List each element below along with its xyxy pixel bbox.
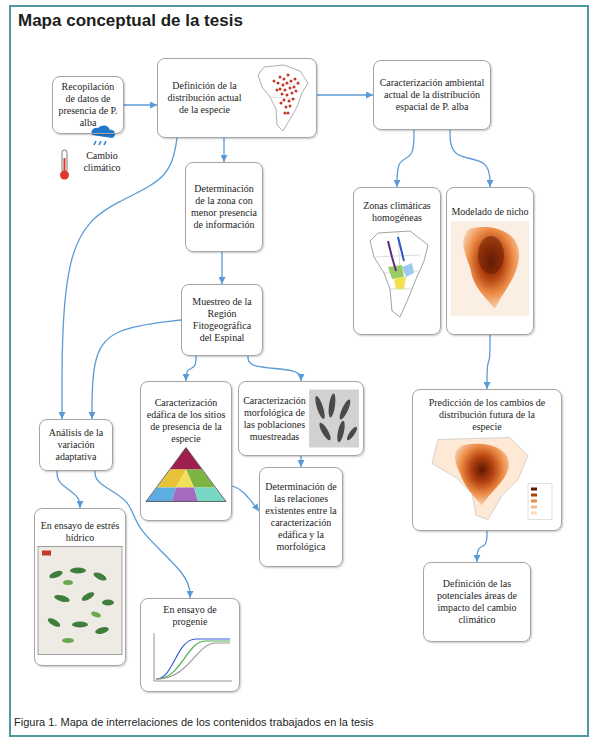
process-box: Muestreo de la Región Fitogeográfica del… (181, 284, 263, 356)
image-slot (146, 631, 234, 686)
seedling-photo (38, 547, 122, 655)
image-slot (418, 436, 556, 524)
image-slot (309, 390, 359, 448)
node-text: Análisis de la variación adaptativa (44, 427, 108, 463)
node-text: Determinación de las relaciones existent… (264, 481, 338, 553)
node-text: Caracterización ambiental actual de la d… (378, 77, 486, 113)
edge-label: Cambio climático (74, 150, 130, 174)
image-slot (250, 63, 312, 133)
process-box: En ensayo de progenie (140, 598, 240, 692)
image-slot (38, 547, 122, 655)
arrow-connector (450, 130, 490, 187)
arrow-connector (300, 456, 301, 467)
process-box: Caracterización morfológica de las pobla… (238, 381, 364, 456)
process-box: Modelado de nicho (446, 187, 534, 335)
node-text: En ensayo de estrés hídrico (39, 520, 121, 544)
arrow-connector (248, 356, 301, 381)
arrow-connector (232, 486, 259, 511)
node-text: Definición de las potenciales áreas de i… (428, 578, 526, 626)
node-text: Predicción de los cambios de distribució… (427, 397, 547, 433)
node-text: Definición de la distribución actual de … (162, 80, 247, 116)
process-box: Determinación de las relaciones existent… (259, 467, 343, 567)
climate-zones-map (358, 227, 436, 322)
arrow-connector (317, 94, 373, 95)
process-box: Zonas climáticas homogéneas (353, 187, 441, 335)
process-box: Análisis de la variación adaptativa (39, 419, 113, 471)
node-text: Zonas climáticas homogéneas (358, 200, 436, 224)
future-distribution-map (418, 436, 556, 524)
arrow-connector (186, 356, 196, 381)
arrow-connector (221, 252, 222, 284)
process-box: Caracterización ambiental actual de la d… (373, 60, 491, 130)
arrow-connector (477, 531, 487, 562)
node-text: Modelado de nicho (451, 206, 529, 218)
arrow-connector (397, 130, 414, 187)
process-box: Predicción de los cambios de distribució… (412, 389, 562, 531)
process-box: Definición de las potenciales áreas de i… (423, 562, 531, 642)
arrow-connector (487, 335, 490, 389)
node-text: Determinación de la zona con menor prese… (190, 183, 258, 231)
soil-texture-triangle (146, 448, 226, 502)
presence-map (258, 65, 308, 131)
niche-model-map (451, 221, 529, 316)
node-text: Caracterización morfológica de las pobla… (243, 395, 306, 443)
node-text: Muestreo de la Región Fitogeográfica del… (186, 296, 258, 344)
arrow-connector (62, 138, 177, 419)
progeny-curves (154, 633, 232, 681)
process-box: Determinación de la zona con menor prese… (185, 162, 263, 252)
figure-caption: Figura 1. Mapa de interrelaciones de los… (14, 716, 374, 728)
node-text: Caracterización edáfica de los sitios de… (145, 397, 227, 445)
thermometer-icon (60, 150, 69, 180)
image-slot (358, 227, 436, 322)
rain-cloud-icon (91, 125, 115, 145)
image-slot (451, 221, 529, 316)
arrow-connector (95, 471, 190, 598)
node-text: En ensayo de progenie (145, 604, 235, 628)
leaf-photo (309, 390, 359, 448)
diagram-title: Mapa conceptual de la tesis (18, 11, 243, 31)
process-box: Recopilación de datos de presencia de P.… (52, 76, 124, 134)
image-slot (146, 448, 226, 506)
arrow-connector (57, 471, 80, 508)
arrow-connector (223, 138, 224, 162)
process-box: En ensayo de estrés hídrico (34, 508, 126, 666)
process-box: Definición de la distribución actual de … (157, 58, 317, 138)
node-text: Recopilación de datos de presencia de P.… (57, 81, 119, 129)
process-box: Caracterización edáfica de los sitios de… (140, 381, 232, 521)
arrow-connector (124, 104, 157, 105)
